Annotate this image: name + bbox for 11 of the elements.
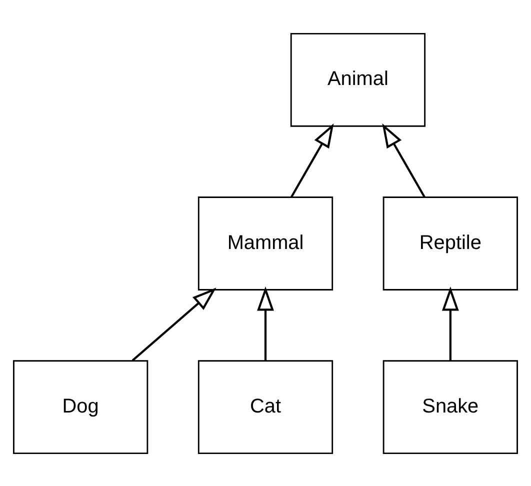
arrow bbox=[257, 286, 274, 360]
arrow bbox=[290, 122, 334, 197]
node-box: Cat bbox=[198, 360, 334, 454]
node-box: Mammal bbox=[198, 196, 334, 290]
arrow bbox=[382, 122, 426, 197]
node-box: Reptile bbox=[382, 196, 518, 290]
arrow bbox=[132, 287, 216, 361]
node-box: Animal bbox=[290, 32, 426, 126]
arrow bbox=[442, 286, 459, 360]
node-box: Dog bbox=[13, 360, 148, 454]
node-box: Snake bbox=[382, 360, 518, 454]
